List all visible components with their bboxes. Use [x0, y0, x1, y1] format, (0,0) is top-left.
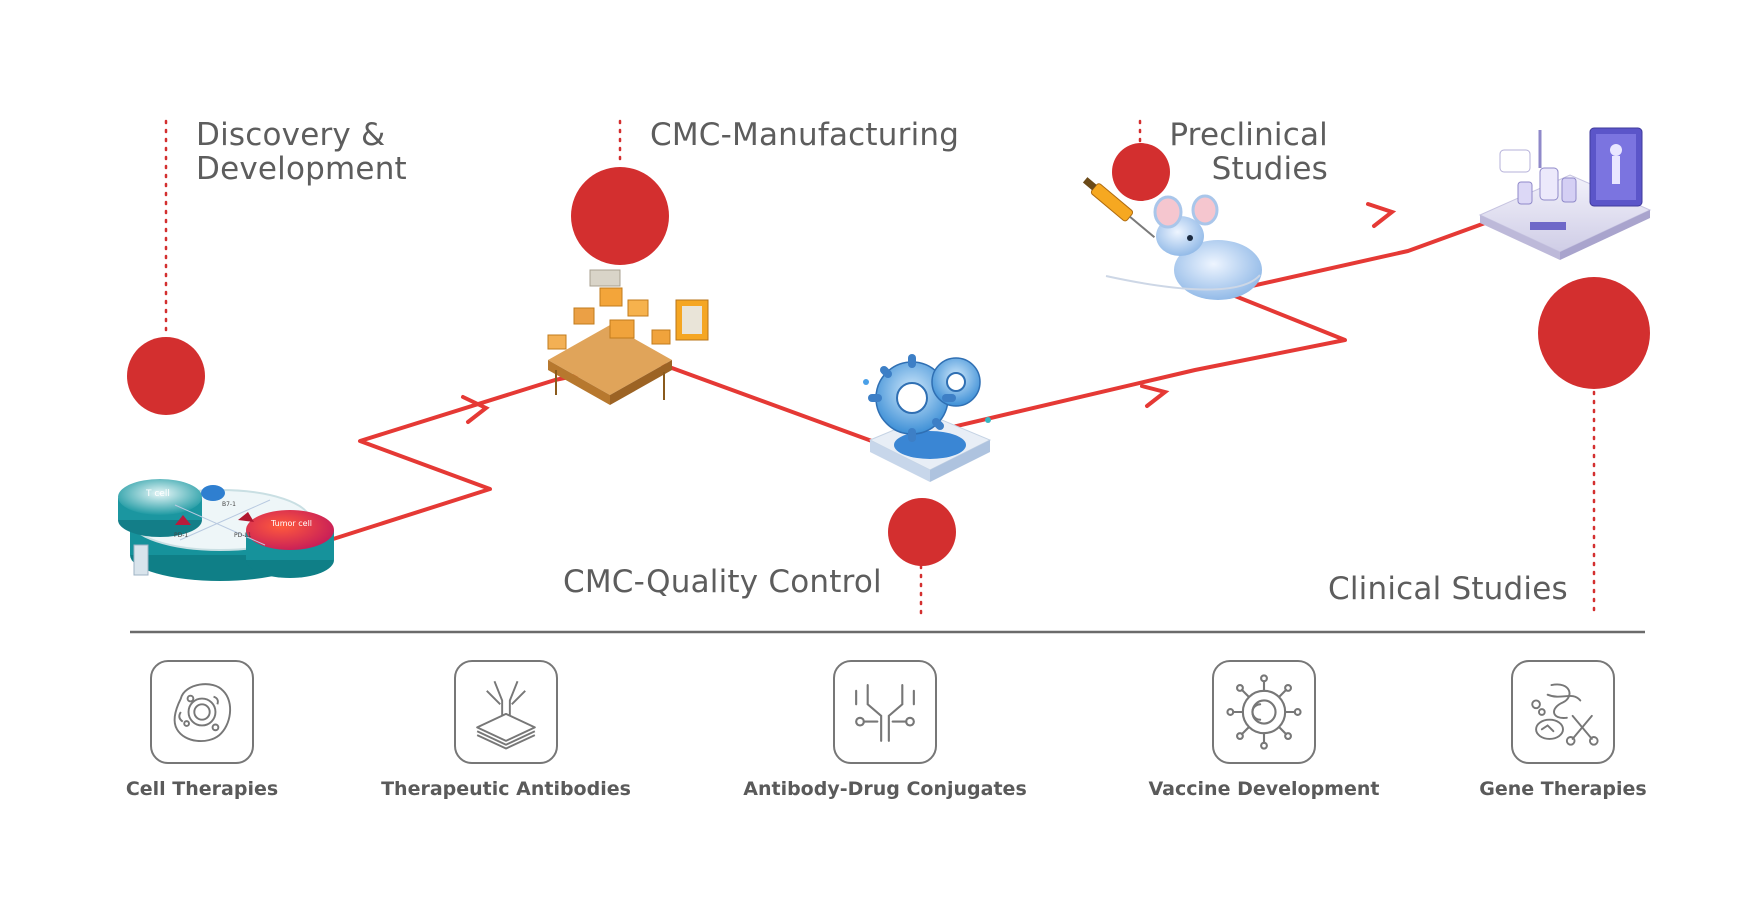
- label-pd-l1: PD-L1: [234, 532, 252, 539]
- stage-line: CMC-Quality Control: [563, 564, 882, 600]
- stage-line: CMC-Manufacturing: [650, 117, 960, 153]
- virus-icon: [1212, 660, 1316, 764]
- category-vaccine-development: Vaccine Development: [1114, 660, 1414, 800]
- label-pd-1: PD-1: [174, 532, 188, 539]
- stage-title-quality: CMC-Quality Control: [563, 565, 882, 599]
- milestone-quality: [888, 498, 956, 566]
- category-label: Cell Therapies: [125, 778, 279, 800]
- category-label: Therapeutic Antibodies: [381, 778, 631, 800]
- preclinical-mouse-illustration: [1082, 177, 1262, 300]
- arrow-2: [1140, 384, 1170, 408]
- stage-title-preclinical: Preclinical Studies: [1144, 118, 1328, 186]
- milestone-clinical: [1538, 277, 1650, 389]
- stage-line: Studies: [1211, 151, 1328, 187]
- manufacturing-illustration: [547, 269, 709, 405]
- arrow-3: [1366, 202, 1397, 228]
- dotted-leaders: [164, 119, 1596, 618]
- clinical-lab-illustration: [1478, 127, 1652, 260]
- stage-title-discovery: Discovery & Development: [196, 118, 407, 186]
- antibody-conjugate-icon: [833, 660, 937, 764]
- milestone-circles: [127, 143, 1650, 566]
- category-gene-therapies: Gene Therapies: [1413, 660, 1713, 800]
- path-arrows: [461, 202, 1397, 424]
- stage-title-clinical: Clinical Studies: [1328, 572, 1568, 606]
- label-tumor-cell: Tumor cell: [270, 519, 312, 528]
- stage-line: Discovery &: [196, 117, 386, 153]
- category-label: Vaccine Development: [1148, 778, 1380, 800]
- category-therapeutic-antibodies: Therapeutic Antibodies: [356, 660, 656, 800]
- cell-interaction-illustration: T cell Tumor cell B7-1 PD-1 PD-L1: [118, 479, 334, 581]
- antibody-stack-icon: [454, 660, 558, 764]
- stage-line: Preclinical: [1169, 117, 1328, 153]
- stage-line: Clinical Studies: [1328, 571, 1568, 607]
- category-antibody-drug-conjugates: Antibody-Drug Conjugates: [735, 660, 1035, 800]
- cell-icon: [150, 660, 254, 764]
- category-label: Antibody-Drug Conjugates: [743, 778, 1027, 800]
- quality-gear-illustration: [863, 354, 992, 482]
- milestone-preclinical: [1112, 143, 1170, 201]
- label-t-cell: T cell: [145, 489, 170, 499]
- milestone-discovery: [127, 337, 205, 415]
- gene-scissors-icon: [1511, 660, 1615, 764]
- arrow-1: [461, 395, 490, 424]
- label-b7-1: B7-1: [222, 501, 236, 508]
- milestone-manufacturing: [571, 167, 669, 265]
- stage-title-manufacturing: CMC-Manufacturing: [650, 118, 959, 152]
- category-cell-therapies: Cell Therapies: [102, 660, 302, 800]
- stage-line: Development: [196, 151, 407, 187]
- category-label: Gene Therapies: [1479, 778, 1647, 800]
